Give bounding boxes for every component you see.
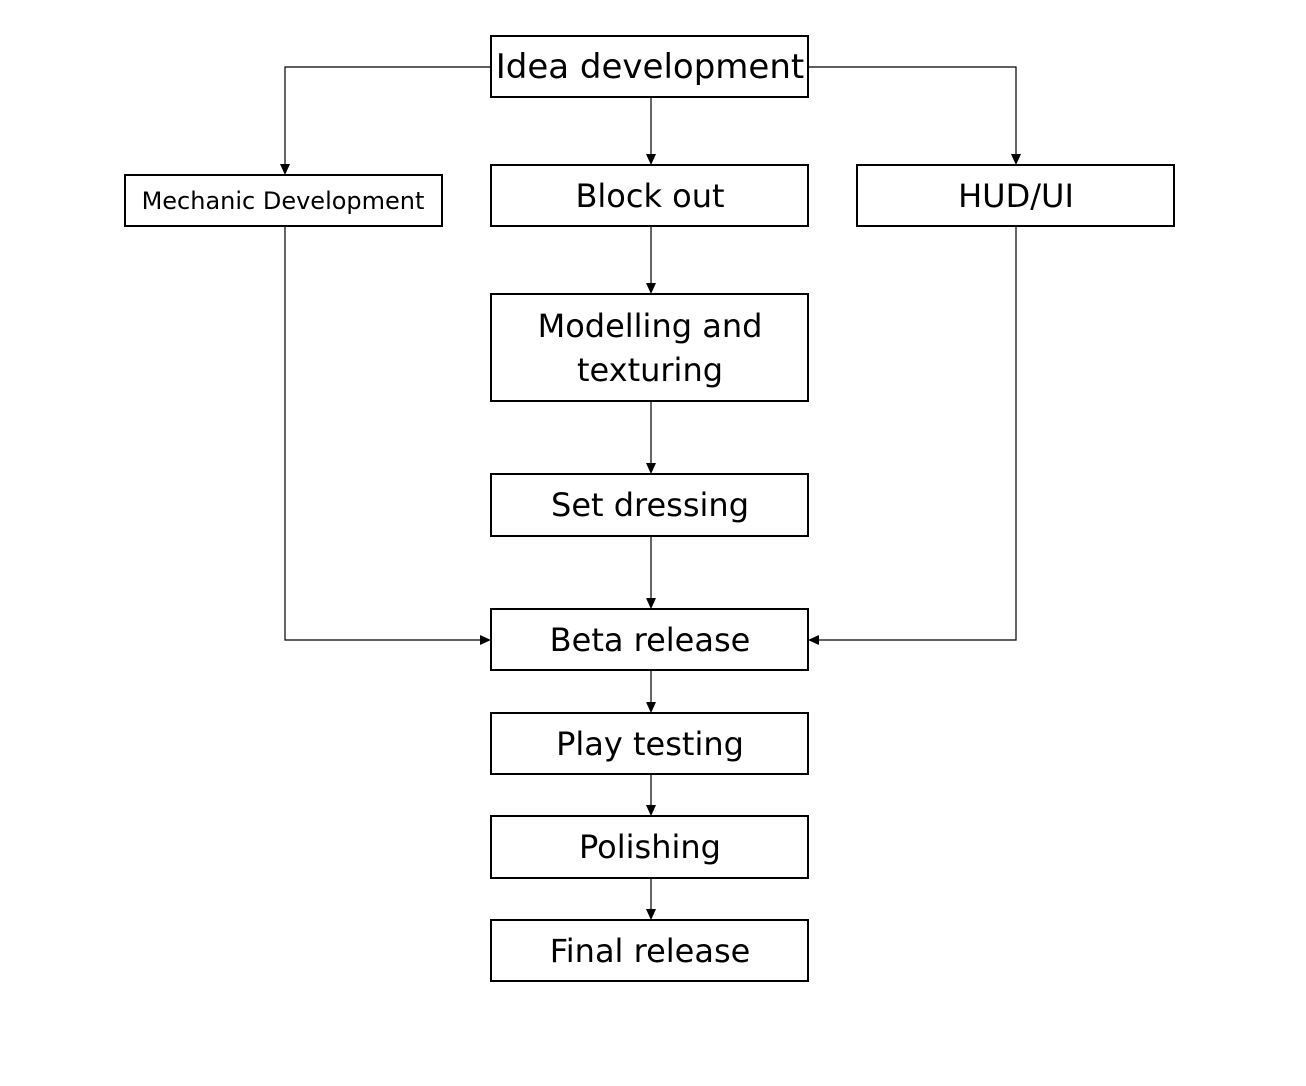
edge-mechanic-to-beta	[284, 226, 481, 641]
node-label-line-1: Modelling and	[538, 307, 763, 345]
node-box	[490, 608, 809, 671]
arrowhead-hud	[1011, 154, 1021, 165]
edge-idea-to-mechanic	[284, 66, 491, 165]
arrowhead-beta-right	[808, 635, 819, 645]
node-box	[490, 293, 809, 402]
node-label: Set dressing	[551, 486, 749, 524]
node-play-testing: Play testing	[490, 712, 809, 775]
node-box	[490, 815, 809, 879]
node-modelling-and-texturing: Modelling and texturing	[490, 293, 809, 402]
node-label: Mechanic Development	[142, 187, 425, 215]
arrowhead-blockout	[646, 154, 656, 165]
node-hud-ui: HUD/UI	[856, 164, 1175, 227]
arrowhead-beta-top	[646, 598, 656, 609]
node-beta-release: Beta release	[490, 608, 809, 671]
arrowhead-modelling	[646, 283, 656, 294]
node-label: Beta release	[550, 621, 751, 659]
edge-idea-to-hud	[808, 66, 1017, 155]
edge-hud-to-beta	[818, 226, 1017, 641]
node-box	[856, 164, 1175, 227]
arrowhead-final	[646, 909, 656, 920]
node-label-line-2: texturing	[577, 351, 723, 389]
node-mechanic-development: Mechanic Development	[124, 174, 443, 227]
arrowhead-polishing	[646, 805, 656, 816]
node-label: Final release	[550, 932, 751, 970]
arrowhead-beta-left	[480, 635, 491, 645]
node-polishing: Polishing	[490, 815, 809, 879]
node-box	[490, 919, 809, 982]
node-set-dressing: Set dressing	[490, 473, 809, 537]
node-label: Polishing	[579, 828, 721, 866]
arrowhead-playtesting	[646, 702, 656, 713]
node-label: Play testing	[556, 725, 744, 763]
node-box	[490, 712, 809, 775]
arrowhead-mechanic	[280, 164, 290, 175]
node-label: HUD/UI	[958, 177, 1074, 215]
node-label: Idea development	[496, 47, 804, 87]
node-box	[490, 164, 809, 227]
connectors	[280, 66, 1021, 920]
arrowhead-setdressing	[646, 463, 656, 474]
node-box	[124, 174, 443, 227]
node-box	[490, 473, 809, 537]
node-label: Block out	[575, 177, 724, 215]
node-box	[490, 35, 809, 98]
node-block-out: Block out	[490, 164, 809, 227]
node-final-release: Final release	[490, 919, 809, 982]
node-idea-development: Idea development	[490, 35, 809, 98]
